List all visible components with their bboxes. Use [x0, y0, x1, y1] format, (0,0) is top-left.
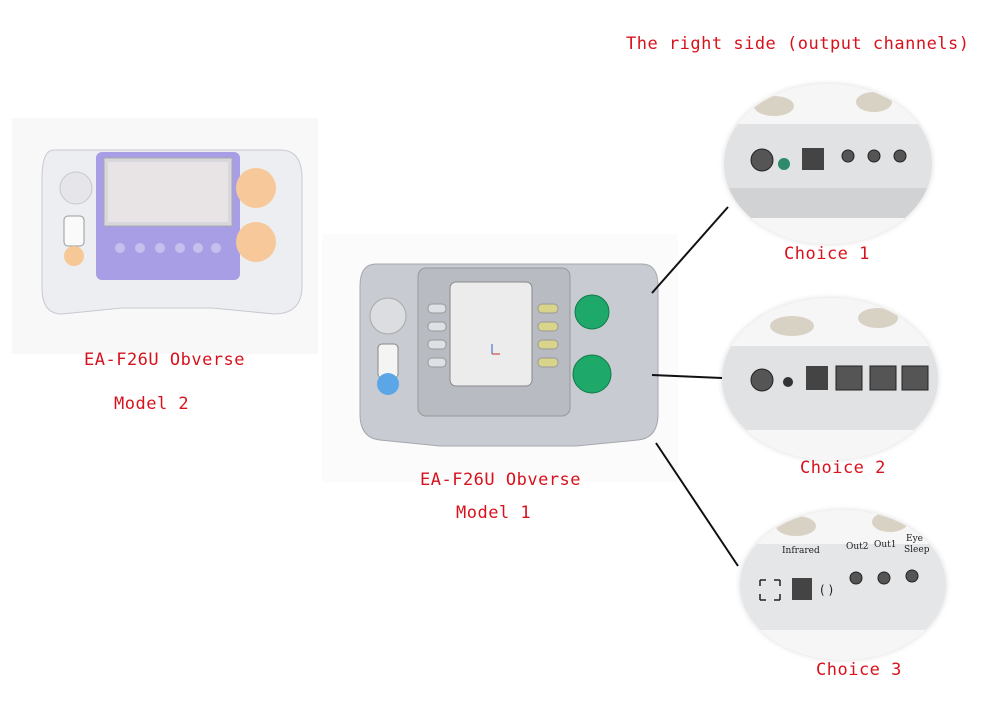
choice-3-label: Choice 3	[816, 660, 902, 680]
connector-line-choice-3	[655, 442, 739, 567]
choice-1-port-image	[724, 84, 932, 244]
port-label-eye: Eye	[906, 534, 923, 544]
model-1-number: Model 1	[456, 503, 532, 523]
model-2-device-image	[12, 118, 318, 354]
output-channels-heading: The right side (output channels)	[626, 34, 970, 54]
port-label-infrared: Infrared	[782, 546, 820, 556]
model-2-name: EA-F26U Obverse	[84, 350, 246, 370]
port-label-sleep: Sleep	[904, 545, 930, 555]
svg-text:( ): ( )	[820, 583, 833, 597]
model-1-name: EA-F26U Obverse	[420, 470, 582, 490]
model-1-right-keys	[537, 303, 559, 368]
port-label-out1: Out1	[874, 540, 897, 550]
model-2-button-row	[115, 243, 221, 253]
model-1-left-keys	[427, 303, 447, 368]
model-1-device-image	[322, 234, 678, 482]
connector-line-choice-2	[651, 374, 723, 379]
choice-1-label: Choice 1	[784, 244, 870, 264]
model-2-number: Model 2	[114, 394, 190, 414]
port-label-out2: Out2	[846, 542, 869, 552]
choice-2-label: Choice 2	[800, 458, 886, 478]
choice-2-port-image	[722, 298, 938, 460]
choice-3-port-image: ( ) Infrared Out2 Out1 Eye Sleep	[740, 510, 946, 660]
connector-line-choice-1	[651, 206, 729, 294]
